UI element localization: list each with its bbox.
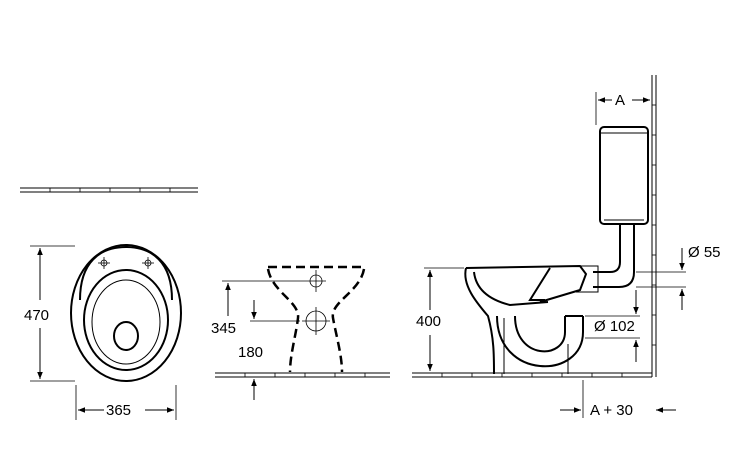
plan-inlet-height-label: 180 (238, 344, 263, 361)
front-width-label: 365 (106, 402, 131, 419)
dimension-180: 180 (238, 300, 300, 400)
dimension-a-plus-30: A + 30 (560, 380, 676, 419)
wall-elevation-line (20, 187, 198, 193)
front-height-label: 470 (24, 307, 49, 324)
dimension-diameter-55: Ø 55 (636, 244, 721, 310)
fixing-point-lower-icon (302, 307, 330, 335)
plan-outlet-height-label: 345 (211, 320, 236, 337)
dimension-diameter-102: Ø 102 (585, 290, 640, 362)
dimension-width-365: 365 (75, 385, 177, 420)
dimension-height-470: 470 (24, 245, 75, 382)
floor-line-middle (215, 372, 390, 378)
bowl-side-profile (464, 264, 588, 375)
cistern-offset-label: A (615, 92, 625, 109)
dimension-345: 345 (211, 280, 306, 337)
flush-pipe-diameter-label: Ø 55 (688, 244, 721, 261)
floor-line-side (412, 372, 652, 378)
installation-outline (266, 265, 366, 373)
mounting-hole-right-icon (142, 257, 154, 269)
outlet-offset-label: A + 30 (590, 402, 633, 419)
dimension-a: A (595, 92, 650, 125)
mounting-hole-left-icon (98, 257, 110, 269)
fixing-point-upper-icon (306, 270, 326, 292)
outlet-diameter-label: Ø 102 (594, 318, 635, 335)
bowl-top-view (70, 244, 182, 382)
flush-pipe (576, 224, 635, 293)
dimension-400: 400 (416, 267, 464, 371)
side-rim-height-label: 400 (416, 313, 441, 330)
cistern (599, 126, 649, 225)
wall-side-view (651, 75, 657, 377)
